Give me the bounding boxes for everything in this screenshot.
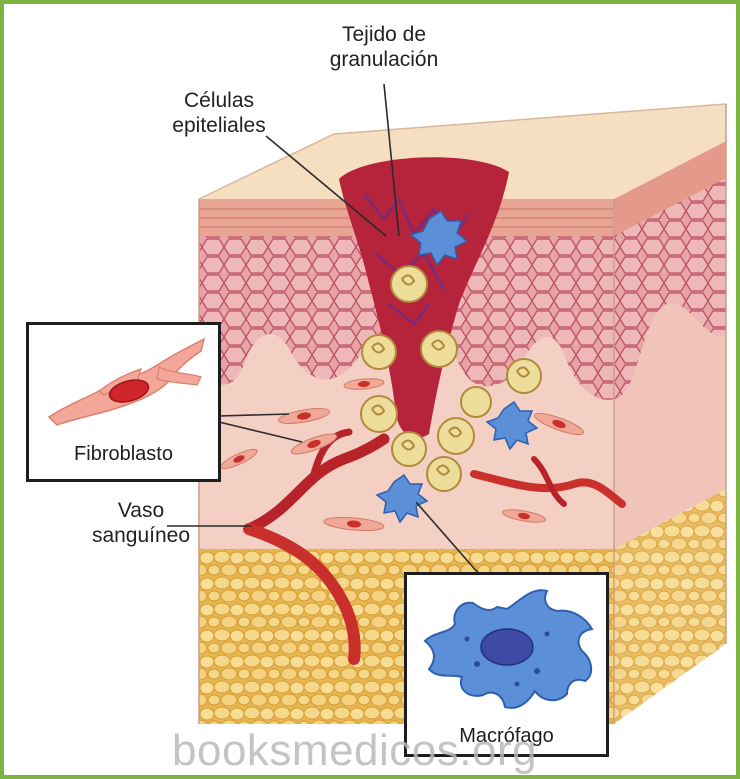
- fibroblast-label: Fibroblasto: [29, 443, 218, 466]
- macrophage-detail-icon: [407, 579, 606, 719]
- label-epithelial-cells: Células epiteliales: [149, 88, 289, 138]
- fibroblast-detail-icon: [29, 329, 218, 429]
- watermark-text: booksmedicos.org: [172, 726, 537, 776]
- label-blood-vessel: Vaso sanguíneo: [86, 498, 196, 548]
- label-granulation-tissue: Tejido de granulación: [304, 22, 464, 72]
- fibroblast-inset: Fibroblasto: [26, 322, 221, 482]
